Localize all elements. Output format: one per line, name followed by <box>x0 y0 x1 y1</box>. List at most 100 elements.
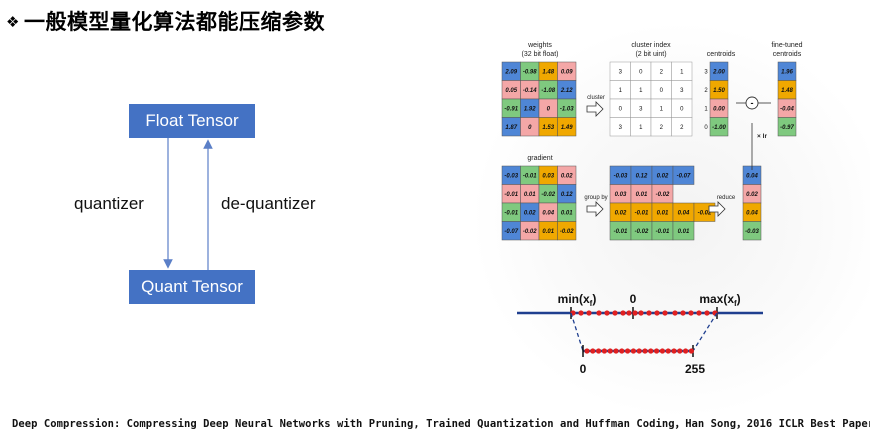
cluster-index-cell: 3 <box>609 117 631 137</box>
weight-cell-value: 0.09 <box>561 70 573 76</box>
gradient-cell: 0.02 <box>520 202 540 222</box>
quant-value-dot <box>625 348 631 354</box>
cluster-index-cell-value: 3 <box>619 125 623 131</box>
cluster-index-cell-value: 0 <box>680 107 684 113</box>
quant-zero-label: 0 <box>580 362 587 376</box>
centroids-title: centroids <box>707 51 736 58</box>
reduced-gradients-column: 0.040.020.04-0.03 <box>742 165 762 241</box>
cluster-index-cell-value: 1 <box>639 88 643 94</box>
grouped-gradient-cell: 0.02 <box>609 202 632 222</box>
grouped-gradient-cell: -0.03 <box>609 165 632 185</box>
weight-sharing-figure: weights (32 bit float) cluster index (2 … <box>501 42 803 241</box>
quant-value-dot <box>654 348 660 354</box>
quant-value-dot <box>590 348 596 354</box>
weight-cell: 2.12 <box>557 80 577 100</box>
weight-cell-value: -0.91 <box>504 107 518 113</box>
weight-cell: 1.49 <box>557 117 577 137</box>
cluster-index-title: cluster index <box>631 42 671 49</box>
float-value-dot <box>680 310 686 316</box>
grouped-gradient-cell-value: -0.01 <box>614 229 628 235</box>
quantizer-label: quantizer <box>74 194 144 213</box>
float-value-dot <box>612 310 618 316</box>
grouped-gradient-cell: 0.01 <box>672 221 695 241</box>
finetuned-centroid-cell: 1.48 <box>777 80 797 100</box>
minus-operator-icon <box>745 96 759 110</box>
cluster-index-cell: 1 <box>609 80 631 100</box>
finetuned-centroids-column: 1.96 1.48 -0.04 -0.97 <box>777 61 797 137</box>
float-value-dot <box>626 310 632 316</box>
weight-cell-value: 1.53 <box>542 125 554 131</box>
weight-cell-value: 1.92 <box>524 107 536 113</box>
weight-cell-value: -0.14 <box>523 88 537 94</box>
grouped-gradient-cell-value: -0.02 <box>656 192 670 198</box>
finetuned-centroid-cell: 1.96 <box>777 61 797 81</box>
max-mapping-line <box>692 312 718 352</box>
float-value-dot <box>704 310 710 316</box>
centroid-cell-value: -1.00 <box>712 125 726 131</box>
grouped-gradient-cell-value: 0.02 <box>615 211 627 217</box>
gradient-cell-value: -0.03 <box>504 174 518 180</box>
zero-label: 0 <box>630 292 637 306</box>
finetuned-subtitle: centroids <box>773 51 802 58</box>
gradient-cell-value: -0.02 <box>541 192 555 198</box>
grouped-gradient-cell: -0.02 <box>630 221 653 241</box>
finetuned-centroid-cell: -0.97 <box>777 117 797 137</box>
gradient-cell: 0.12 <box>557 184 577 204</box>
weight-cell: -1.03 <box>557 98 577 118</box>
finetuned-centroid-cell-value: 1.48 <box>781 88 793 94</box>
float-value-dot <box>586 310 592 316</box>
cluster-index-cell-value: 3 <box>639 107 643 113</box>
cluster-index-cell: 1 <box>650 98 672 118</box>
grouped-gradient-cell: -0.01 <box>651 221 674 241</box>
cluster-index-cell: 2 <box>650 117 672 137</box>
learning-rate-label: × lr <box>757 133 767 140</box>
slide-title-text: 一般模型量化算法都能压缩参数 <box>23 10 325 34</box>
quant-value-dots <box>584 348 694 354</box>
float-value-dot <box>646 310 652 316</box>
gradient-title: gradient <box>527 155 552 162</box>
weight-cell-value: 0.05 <box>505 88 517 94</box>
gradient-cell-value: -0.07 <box>504 229 518 235</box>
reduced-gradient-cell: 0.02 <box>742 184 762 204</box>
cluster-index-cell: 0 <box>671 98 693 118</box>
weight-cell-value: 0 <box>547 107 551 113</box>
quant-value-dot <box>677 348 683 354</box>
min-label-text: min(x <box>558 292 590 306</box>
weight-cell: -0.98 <box>520 61 540 81</box>
grouped-gradient-cell: 0.01 <box>651 202 674 222</box>
gradient-cell-value: 0.01 <box>524 192 536 198</box>
gradient-cell-value: -0.01 <box>504 192 518 198</box>
gradient-cell: -0.01 <box>501 184 521 204</box>
float-value-dot <box>604 310 610 316</box>
weight-cell: 0 <box>538 98 558 118</box>
float-value-dot <box>654 310 660 316</box>
float-tensor-box: Float Tensor <box>129 104 255 138</box>
reduced-gradient-cell-value: 0.02 <box>746 192 758 198</box>
weight-cell: -0.91 <box>501 98 521 118</box>
cluster-index-cell: 2 <box>650 61 672 81</box>
finetuned-centroid-cell-value: -0.97 <box>780 125 794 131</box>
quant-value-dot <box>683 348 689 354</box>
float-value-dot <box>688 310 694 316</box>
finetuned-centroid-cell: -0.04 <box>777 98 797 118</box>
quant-value-dot <box>630 348 636 354</box>
cluster-index-cell-value: 3 <box>619 70 623 76</box>
quant-value-dot <box>642 348 648 354</box>
gradient-cell: 0.01 <box>557 202 577 222</box>
weight-cell: 0 <box>520 117 540 137</box>
float-value-dot <box>662 310 668 316</box>
centroid-cell: 1.50 <box>709 80 729 100</box>
quant-tensor-box: Quant Tensor <box>129 270 255 304</box>
weight-cell: 1.48 <box>538 61 558 81</box>
gradient-cell-value: 0.01 <box>561 211 573 217</box>
cluster-index-cell: 1 <box>671 61 693 81</box>
weight-cell-value: -0.98 <box>523 70 537 76</box>
weight-cell: -0.14 <box>520 80 540 100</box>
float-value-dot <box>578 310 584 316</box>
centroid-cell: 0.00 <box>709 98 729 118</box>
min-label-subscript: f <box>590 299 593 308</box>
grouped-gradient-cell-value: -0.02 <box>635 229 649 235</box>
citation-footer: Deep Compression: Compressing Deep Neura… <box>12 418 870 430</box>
